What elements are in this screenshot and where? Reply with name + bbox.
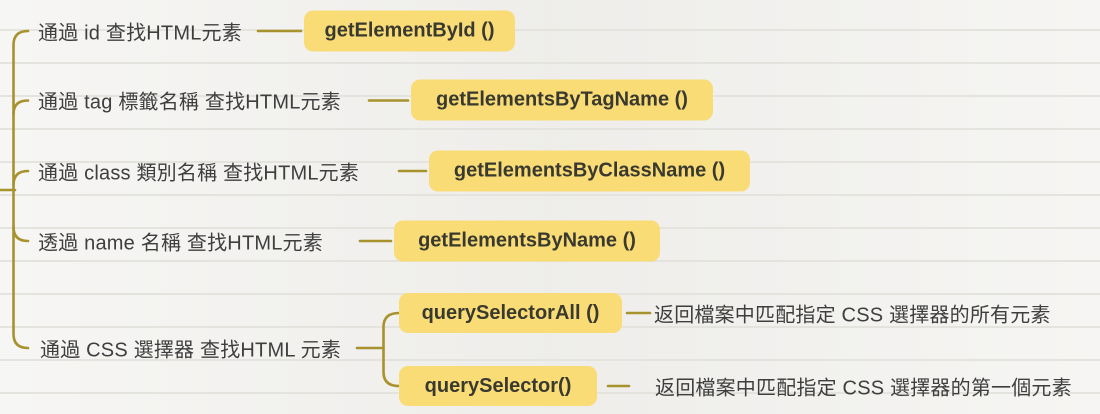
description-queryselectorall[interactable]: 返回檔案中匹配指定 CSS 選擇器的所有元素 — [654, 304, 1051, 327]
topic-find-by-class[interactable]: 通過 class 類別名稱 查找HTML元素 — [38, 162, 360, 185]
method-box-getelementsbytagname[interactable]: getElementsByTagName () — [411, 79, 713, 121]
topic-find-by-id[interactable]: 通過 id 查找HTML元素 — [38, 22, 242, 45]
trunk-line — [12, 29, 30, 350]
method-box-getelementsbyclassname[interactable]: getElementsByClassName () — [429, 150, 750, 192]
description-queryselector[interactable]: 返回檔案中匹配指定 CSS 選擇器的第一個元素 — [655, 377, 1072, 400]
method-box-queryselectorall[interactable]: querySelectorAll () — [399, 293, 622, 333]
branch-hook-name — [12, 225, 30, 243]
method-box-queryselector[interactable]: querySelector() — [399, 366, 597, 406]
branch-hook-class — [12, 169, 30, 187]
topic-find-by-tag[interactable]: 通過 tag 標籤名稱 查找HTML元素 — [38, 91, 341, 114]
topic-find-by-name[interactable]: 透過 name 名稱 查找HTML元素 — [38, 232, 323, 255]
fork-css-children — [382, 311, 401, 388]
branch-hook-tag — [12, 99, 30, 116]
topic-find-by-css-selector[interactable]: 通過 CSS 選擇器 查找HTML 元素 — [40, 339, 342, 362]
method-box-getelementsbyname[interactable]: getElementsByName () — [394, 220, 660, 262]
method-box-getelementbyid[interactable]: getElementById () — [304, 10, 515, 52]
